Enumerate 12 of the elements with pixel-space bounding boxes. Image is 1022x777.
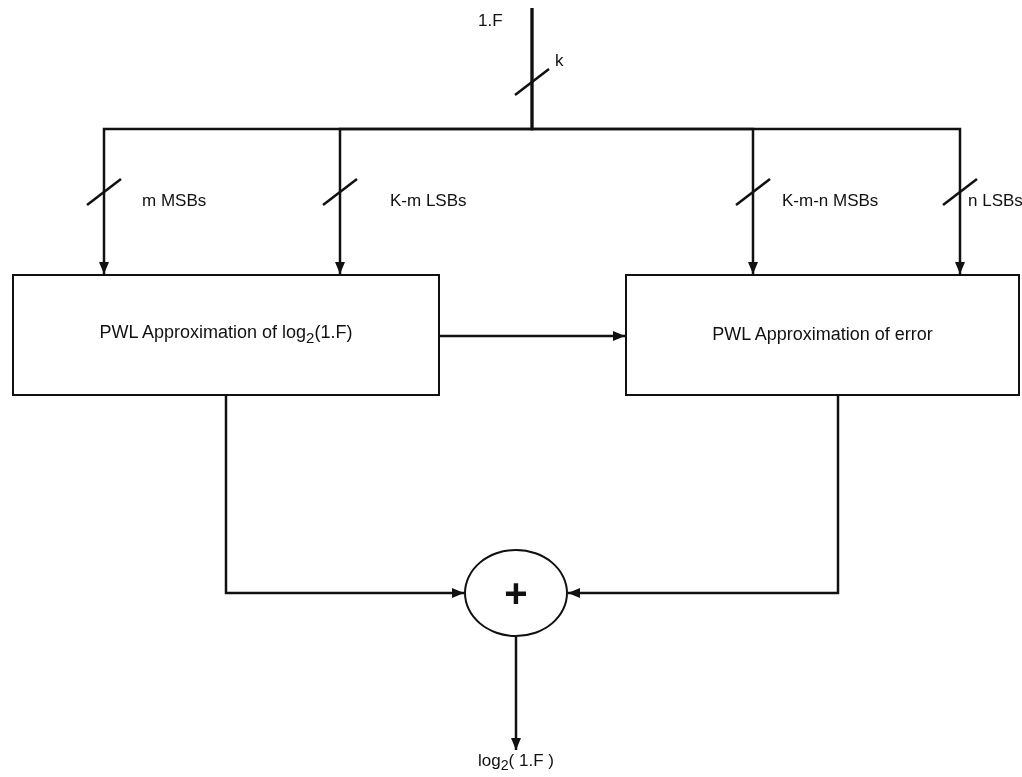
process-box	[12, 274, 440, 396]
arrow	[224, 396, 464, 598]
arrow	[440, 331, 625, 341]
terminal-label: 1.F	[478, 11, 503, 31]
box-label: PWL Approximation of error	[712, 325, 933, 345]
box-label: PWL Approximation of log$_{2}$(1.F)	[99, 323, 353, 347]
process-box	[625, 274, 1020, 396]
plus-sign: +	[504, 571, 528, 615]
arrow	[530, 8, 965, 274]
terminal-label: log$_{2}$( 1.F )	[478, 752, 554, 774]
arrow	[511, 637, 521, 750]
arrow	[568, 396, 840, 598]
